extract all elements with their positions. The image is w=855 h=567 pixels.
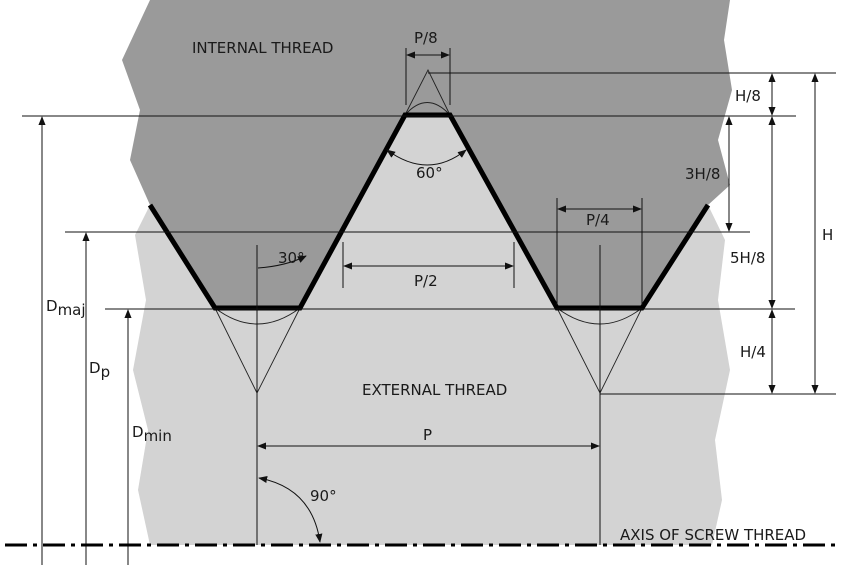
h-label: H (822, 226, 833, 244)
minor-diameter-label: Dmin (132, 423, 172, 445)
five-h-over-8-label: 5H/8 (730, 249, 765, 267)
p-over-4-label: P/4 (586, 211, 610, 229)
pitch-diameter-label: Dp (89, 359, 110, 381)
external-thread-label: EXTERNAL THREAD (362, 381, 507, 399)
p-over-8-label: P/8 (414, 29, 438, 47)
axis-label: AXIS OF SCREW THREAD (620, 526, 806, 544)
major-diameter-label: Dmaj (46, 297, 86, 319)
virtual-apex-top (404, 68, 451, 116)
h-over-8-label: H/8 (735, 87, 761, 105)
angle-90-label: 90° (310, 487, 337, 505)
thread-profile (147, 112, 711, 311)
angle-90-arc (258, 475, 323, 543)
p-label: P (423, 426, 432, 444)
internal-thread-region (122, 0, 732, 308)
angle-30-arc (257, 255, 307, 269)
internal-thread-label: INTERNAL THREAD (192, 39, 333, 57)
h-over-4-label: H/4 (740, 343, 766, 361)
angle-30-label: 30° (278, 249, 305, 267)
angle-60-arc (386, 149, 467, 166)
angle-60-label: 60° (416, 164, 443, 182)
external-thread-region (133, 115, 730, 545)
three-h-over-8-label: 3H/8 (685, 165, 720, 183)
p-over-2-label: P/2 (414, 272, 438, 290)
